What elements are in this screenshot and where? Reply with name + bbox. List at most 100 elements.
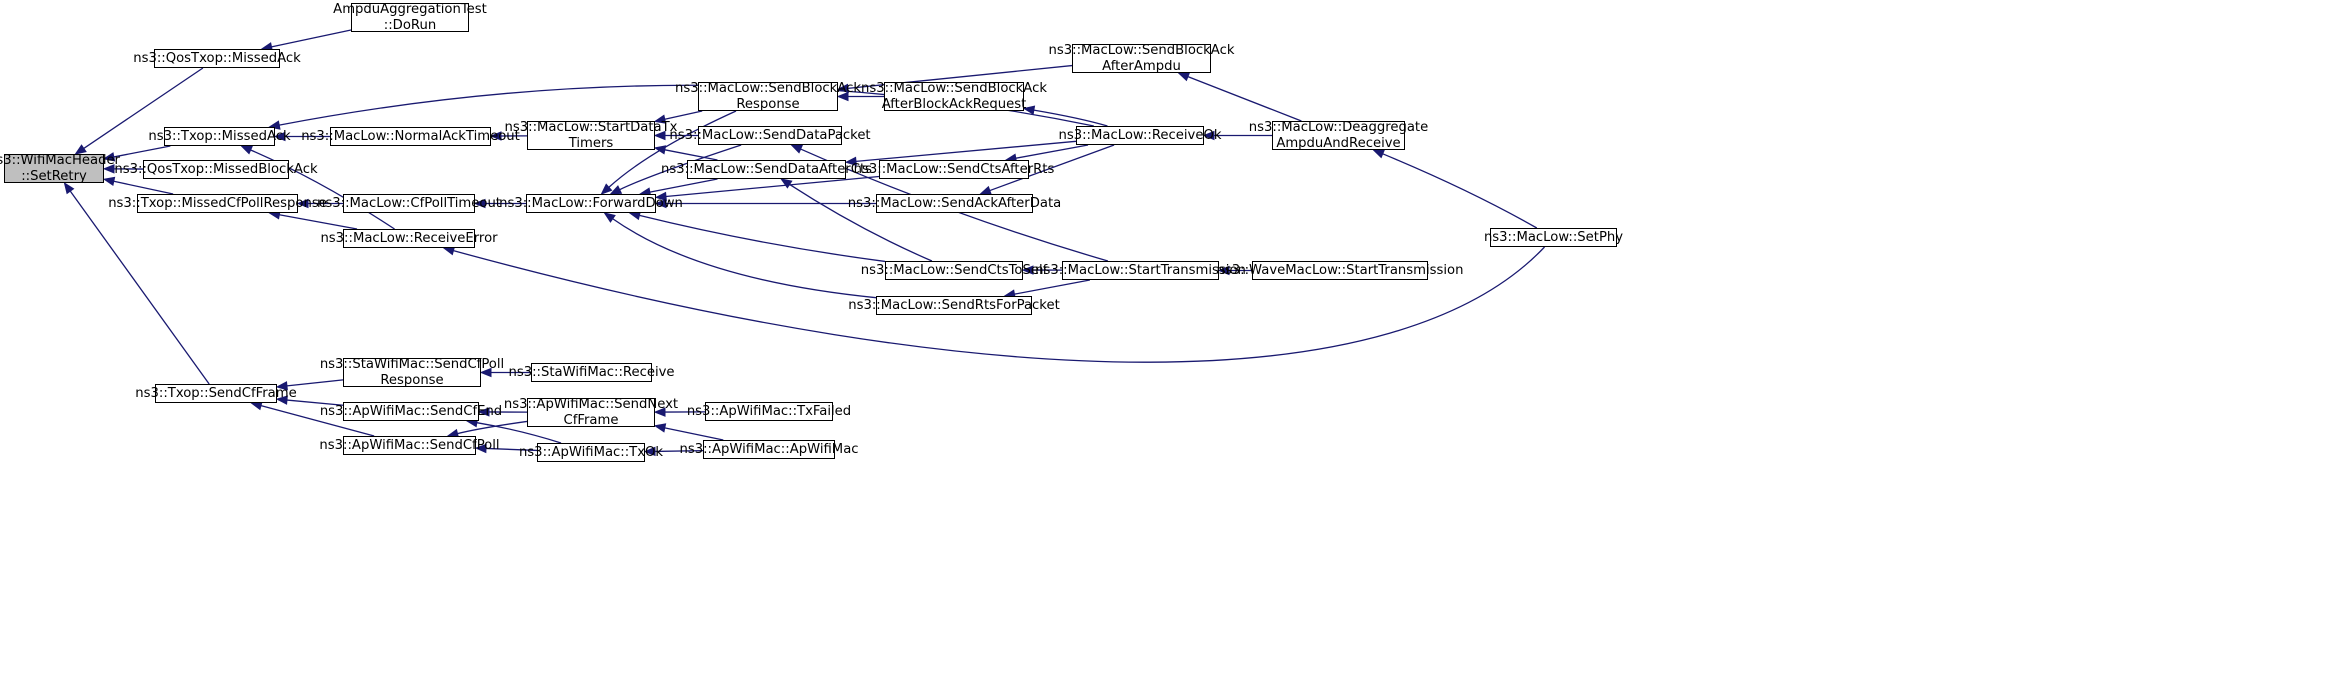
call-edge [619,144,742,191]
call-edge [271,29,352,48]
function-node[interactable]: ns3::Txop::MissedAck [148,127,291,146]
function-name-label: ::SetRetry [21,168,87,184]
root-function-node: ns3::WifiMacHeader::SetRetry [0,153,120,184]
arrowhead-icon [653,423,667,433]
function-name-label: AmpduAndReceive [1276,135,1401,151]
function-name-label: ns3::MacLow::NormalAckTimeout [301,128,520,144]
arrowhead-icon [653,114,667,124]
function-node[interactable]: ns3::MacLow::CfPollTimeout [317,194,501,213]
arrowhead-icon [275,395,288,405]
function-node[interactable]: ns3::ApWifiMac::TxFailed [687,402,851,421]
arrowhead-icon [603,212,616,223]
call-edge [260,404,375,437]
arrowhead-icon [844,156,857,167]
function-name-label: ns3::Txop::MissedCfPollResponse [108,195,327,211]
function-name-label: ns3::ApWifiMac::ApWifiMac [679,441,859,457]
function-node[interactable]: ns3::Txop::SendCfFrame [135,384,297,403]
function-name-label: ns3::MacLow::CfPollTimeout [317,195,501,211]
function-name-label: Response [380,372,444,388]
function-name-label: ns3::MacLow::ReceiveOk [1058,127,1222,143]
function-name-label: ns3::MacLow::SendDataPacket [669,127,871,143]
function-node[interactable]: ns3::MacLow::SendCtsToSelf [861,261,1047,280]
call-edge [69,190,210,385]
call-edge [664,149,718,161]
arrowhead-icon [790,144,804,154]
function-node[interactable]: ns3::MacLow::SendDataAfterCts [661,160,872,179]
function-node[interactable]: ns3::StaWifiMac::Receive [508,363,675,382]
call-edge [485,447,538,452]
function-node[interactable]: ns3::MacLow::StartTransmission [1035,261,1246,280]
function-name-label: ns3::MacLow::SendRtsForPacket [848,297,1060,313]
call-edge [279,214,358,230]
call-edge [608,110,737,188]
function-node[interactable]: ns3::MacLow::ReceiveError [320,229,498,248]
function-node[interactable]: ns3::MacLow::SendAckAfterData [848,194,1061,213]
arrowhead-icon [275,381,288,391]
function-name-label: ns3::MacLow::ReceiveError [320,230,498,246]
function-node[interactable]: AmpduAggregationTest::DoRun [333,2,487,33]
function-name-label: ns3::MacLow::SendCtsToSelf [860,262,1048,278]
function-name-label: ns3::QosTxop::MissedBlockAck [114,161,318,177]
call-edge [654,449,704,453]
function-name-label: ns3::WifiMacHeader [0,152,120,168]
arrowhead-icon [296,198,309,209]
function-node[interactable]: ns3::Txop::MissedCfPollResponse [108,194,327,213]
function-node[interactable]: ns3::ApWifiMac::SendCfPoll [319,436,500,455]
function-node[interactable]: ns3::ApWifiMac::TxOk [519,443,663,462]
function-name-label: AmpduAggregationTest [333,1,487,17]
function-name-label: ns3::WaveMacLow::StartTransmission [1216,262,1464,278]
call-edge [789,183,933,262]
arrowhead-icon [1022,105,1036,115]
function-name-label: ns3::MacLow::SetPhy [1483,229,1624,245]
call-edge [250,149,395,230]
function-node[interactable]: ns3::ApWifiMac::SendCfEnd [320,402,502,421]
function-node[interactable]: ns3::WaveMacLow::StartTransmission [1217,261,1463,280]
function-node[interactable]: ns3::QosTxop::MissedAck [133,49,301,68]
arrowhead-icon [273,131,286,142]
function-name-label: ns3::ApWifiMac::SendCfPoll [319,437,500,453]
function-node[interactable]: ns3::MacLow::NormalAckTimeout [301,127,520,146]
function-name-label: ns3::ApWifiMac::SendNext [503,396,679,412]
call-edge [476,422,562,444]
call-edge [457,420,528,435]
function-name-label: ns3::MacLow::ForwardDown [499,195,683,211]
call-edge [1382,153,1538,229]
function-node[interactable]: ns3::MacLow::ReceiveOk [1059,126,1222,145]
function-name-label: ns3::MacLow::SendBlockAck [675,80,861,96]
call-edge [1015,144,1089,159]
arrowhead-icon [1021,265,1034,275]
call-edge [286,379,344,387]
call-edge [453,246,1546,363]
call-edge [83,67,204,149]
call-edge [113,145,171,158]
arrowhead-icon [473,198,486,209]
function-node[interactable]: ns3::QosTxop::MissedBlockAck [114,160,318,179]
arrowhead-icon [1372,149,1386,159]
call-edge [665,175,880,198]
function-name-label: ns3::MacLow::SendDataAfterCts [661,161,872,177]
function-name-label: ns3::MacLow::StartTransmission [1035,262,1246,278]
function-node[interactable]: ns3::MacLow::ForwardDown [499,194,683,213]
function-name-label: ns3::MacLow::SendBlockAck [1048,42,1235,58]
function-node[interactable]: ns3::MacLow::SetPhy [1484,228,1623,247]
function-name-label: AfterBlockAckRequest [881,96,1027,112]
arrowhead-icon [836,83,849,94]
arrowhead-icon [836,91,849,102]
function-node[interactable]: ns3::MacLow::SendCtsAfterRts [854,160,1054,179]
function-name-label: ns3::Txop::SendCfFrame [135,385,297,401]
arrowhead-icon [780,178,793,189]
arrowhead-icon [102,164,115,174]
function-node[interactable]: ns3::ApWifiMac::ApWifiMac [679,440,859,459]
function-node[interactable]: ns3::MacLow::SendRtsForPacket [848,296,1060,315]
call-edge [649,178,718,193]
function-node[interactable]: ns3::MacLow::SendDataPacket [669,126,871,145]
function-name-label: Timers [568,135,614,151]
arrowhead-icon [654,198,667,209]
